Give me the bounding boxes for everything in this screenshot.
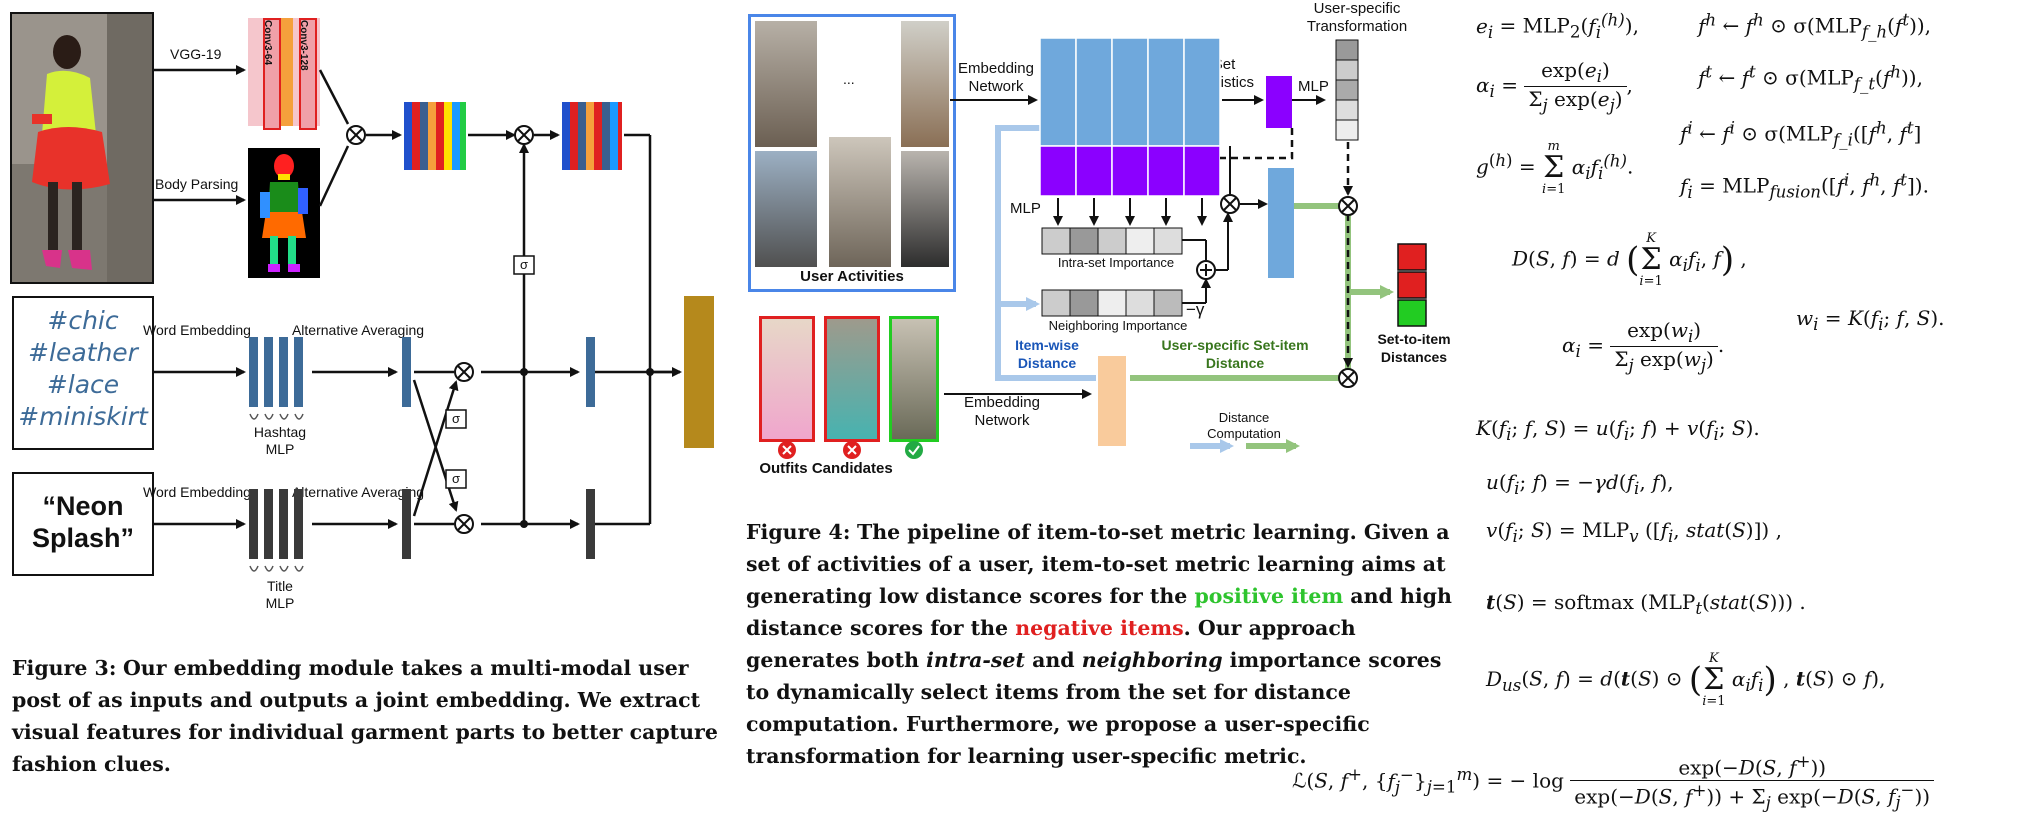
fashion-photo xyxy=(10,12,154,284)
conv3-128-label: Conv3-128 xyxy=(298,20,309,71)
activity-photo-2 xyxy=(901,21,949,147)
activity-photo-3 xyxy=(755,151,817,267)
body-parsing-map xyxy=(248,148,320,278)
sigma-2: σ xyxy=(451,411,461,426)
title-line-1: “Neon xyxy=(42,491,124,521)
user-activities-label: User Activities xyxy=(800,268,904,285)
set-item-distance-label: User-specific Set-item Distance xyxy=(1161,337,1309,371)
candidate-photo-1 xyxy=(759,316,815,442)
figure-3-diagram xyxy=(152,65,714,572)
figure-4-caption: Figure 4: The pipeline of item-to-set me… xyxy=(746,520,1452,768)
candidate-photo-2 xyxy=(824,316,880,442)
word-embedding-label-2: Word Embedding xyxy=(143,484,251,500)
alt-averaging-label-1: Alternative Averaging xyxy=(291,322,425,338)
equation-v: v(fi; S) = MLPv ([fi, stat(S)]) , xyxy=(1486,518,1782,546)
activity-photo-4 xyxy=(829,137,891,267)
sigma-3: σ xyxy=(451,471,461,486)
hashtag-miniskirt: #miniskirt xyxy=(18,402,148,431)
equation-w-i: wi = K(fi; f, S). xyxy=(1796,306,1945,334)
conv3-128-layer xyxy=(299,18,317,130)
set-to-item-distances-label: Set-to-item Distances xyxy=(1377,331,1451,365)
distance-computation-label: Distance Computation xyxy=(1207,410,1281,441)
figure-3-caption: Figure 3: Our embedding module takes a m… xyxy=(12,656,718,776)
equation-alpha-i: αi = exp(ei)Σj exp(ej), xyxy=(1476,58,1633,115)
word-embedding-label-1: Word Embedding xyxy=(143,322,251,338)
conv3-64-label: Conv3-64 xyxy=(262,20,273,66)
conv3-64-layer xyxy=(263,18,281,130)
hashtag-chic: #chic xyxy=(47,306,119,335)
candidate-photo-3 xyxy=(889,316,939,442)
embedding-network-bottom-label: Embedding Network xyxy=(964,394,1040,429)
user-specific-transformation-label: User-specific Transformation xyxy=(1306,0,1408,35)
equation-ft-update: ft ← ft ⊙ σ(MLPf_t(fh)), xyxy=(1698,62,1923,94)
body-parsing-label: Body Parsing xyxy=(155,176,239,192)
equation-fh-update: fh ← fh ⊙ σ(MLPf_h(ft)), xyxy=(1698,10,1932,42)
vgg-label: VGG-19 xyxy=(170,46,222,62)
equation-k: K(fi; f, S) = u(fi; f) + v(fi; S). xyxy=(1476,416,1760,444)
alt-averaging-label-2: Alternative Averaging xyxy=(291,484,425,500)
conv-orange-band xyxy=(281,18,293,126)
title-line-2: Splash” xyxy=(31,523,135,553)
sigma-1: σ xyxy=(519,257,529,272)
equation-fusion: fi = MLPfusion([fi, fh, ft]). xyxy=(1680,170,1929,202)
equation-e-i: ei = MLP2(fi(h)), xyxy=(1476,10,1639,42)
embedding-network-top-label: Embedding Network xyxy=(958,60,1034,95)
figure-4-diagram xyxy=(778,37,1427,459)
mlp-left-label: MLP xyxy=(1010,200,1041,217)
gamma-label: −γ xyxy=(1186,300,1205,319)
hashtag-lace: #lace xyxy=(46,370,120,399)
activity-photo-5 xyxy=(901,151,949,267)
hashtag-mlp-label: Hashtag MLP xyxy=(253,424,307,457)
equation-t: t(S) = softmax (MLPt(stat(S))) . xyxy=(1486,590,1806,618)
hashtag-leather: #leather xyxy=(28,338,138,367)
equation-fi-update: fi ← fi ⊙ σ(MLPf_i([fh, ft] xyxy=(1680,118,1922,150)
title-box: “Neon Splash” xyxy=(12,472,154,576)
equation-alpha-w: αi = exp(wi)Σj exp(wj). xyxy=(1562,318,1725,375)
intra-set-importance-label: Intra-set Importance xyxy=(1057,255,1175,270)
equation-u: u(fi; f) = −γd(fi, f), xyxy=(1486,470,1674,498)
activity-ellipsis: ... xyxy=(843,71,855,87)
user-activities-panel: ... User Activities xyxy=(748,14,956,292)
activity-photo-1 xyxy=(755,21,817,147)
equation-loss: ℒ(S, f+, {fj−}j=1m) = − log exp(−D(S, f+… xyxy=(1292,752,1935,812)
title-mlp-label: Title MLP xyxy=(265,578,295,611)
outfits-candidates-label: Outfits Candidates xyxy=(759,460,893,477)
item-wise-distance-label: Item-wise Distance xyxy=(1015,337,1079,371)
neighboring-importance-label: Neighboring Importance xyxy=(1048,318,1188,333)
mlp-right-label: MLP xyxy=(1298,78,1329,95)
